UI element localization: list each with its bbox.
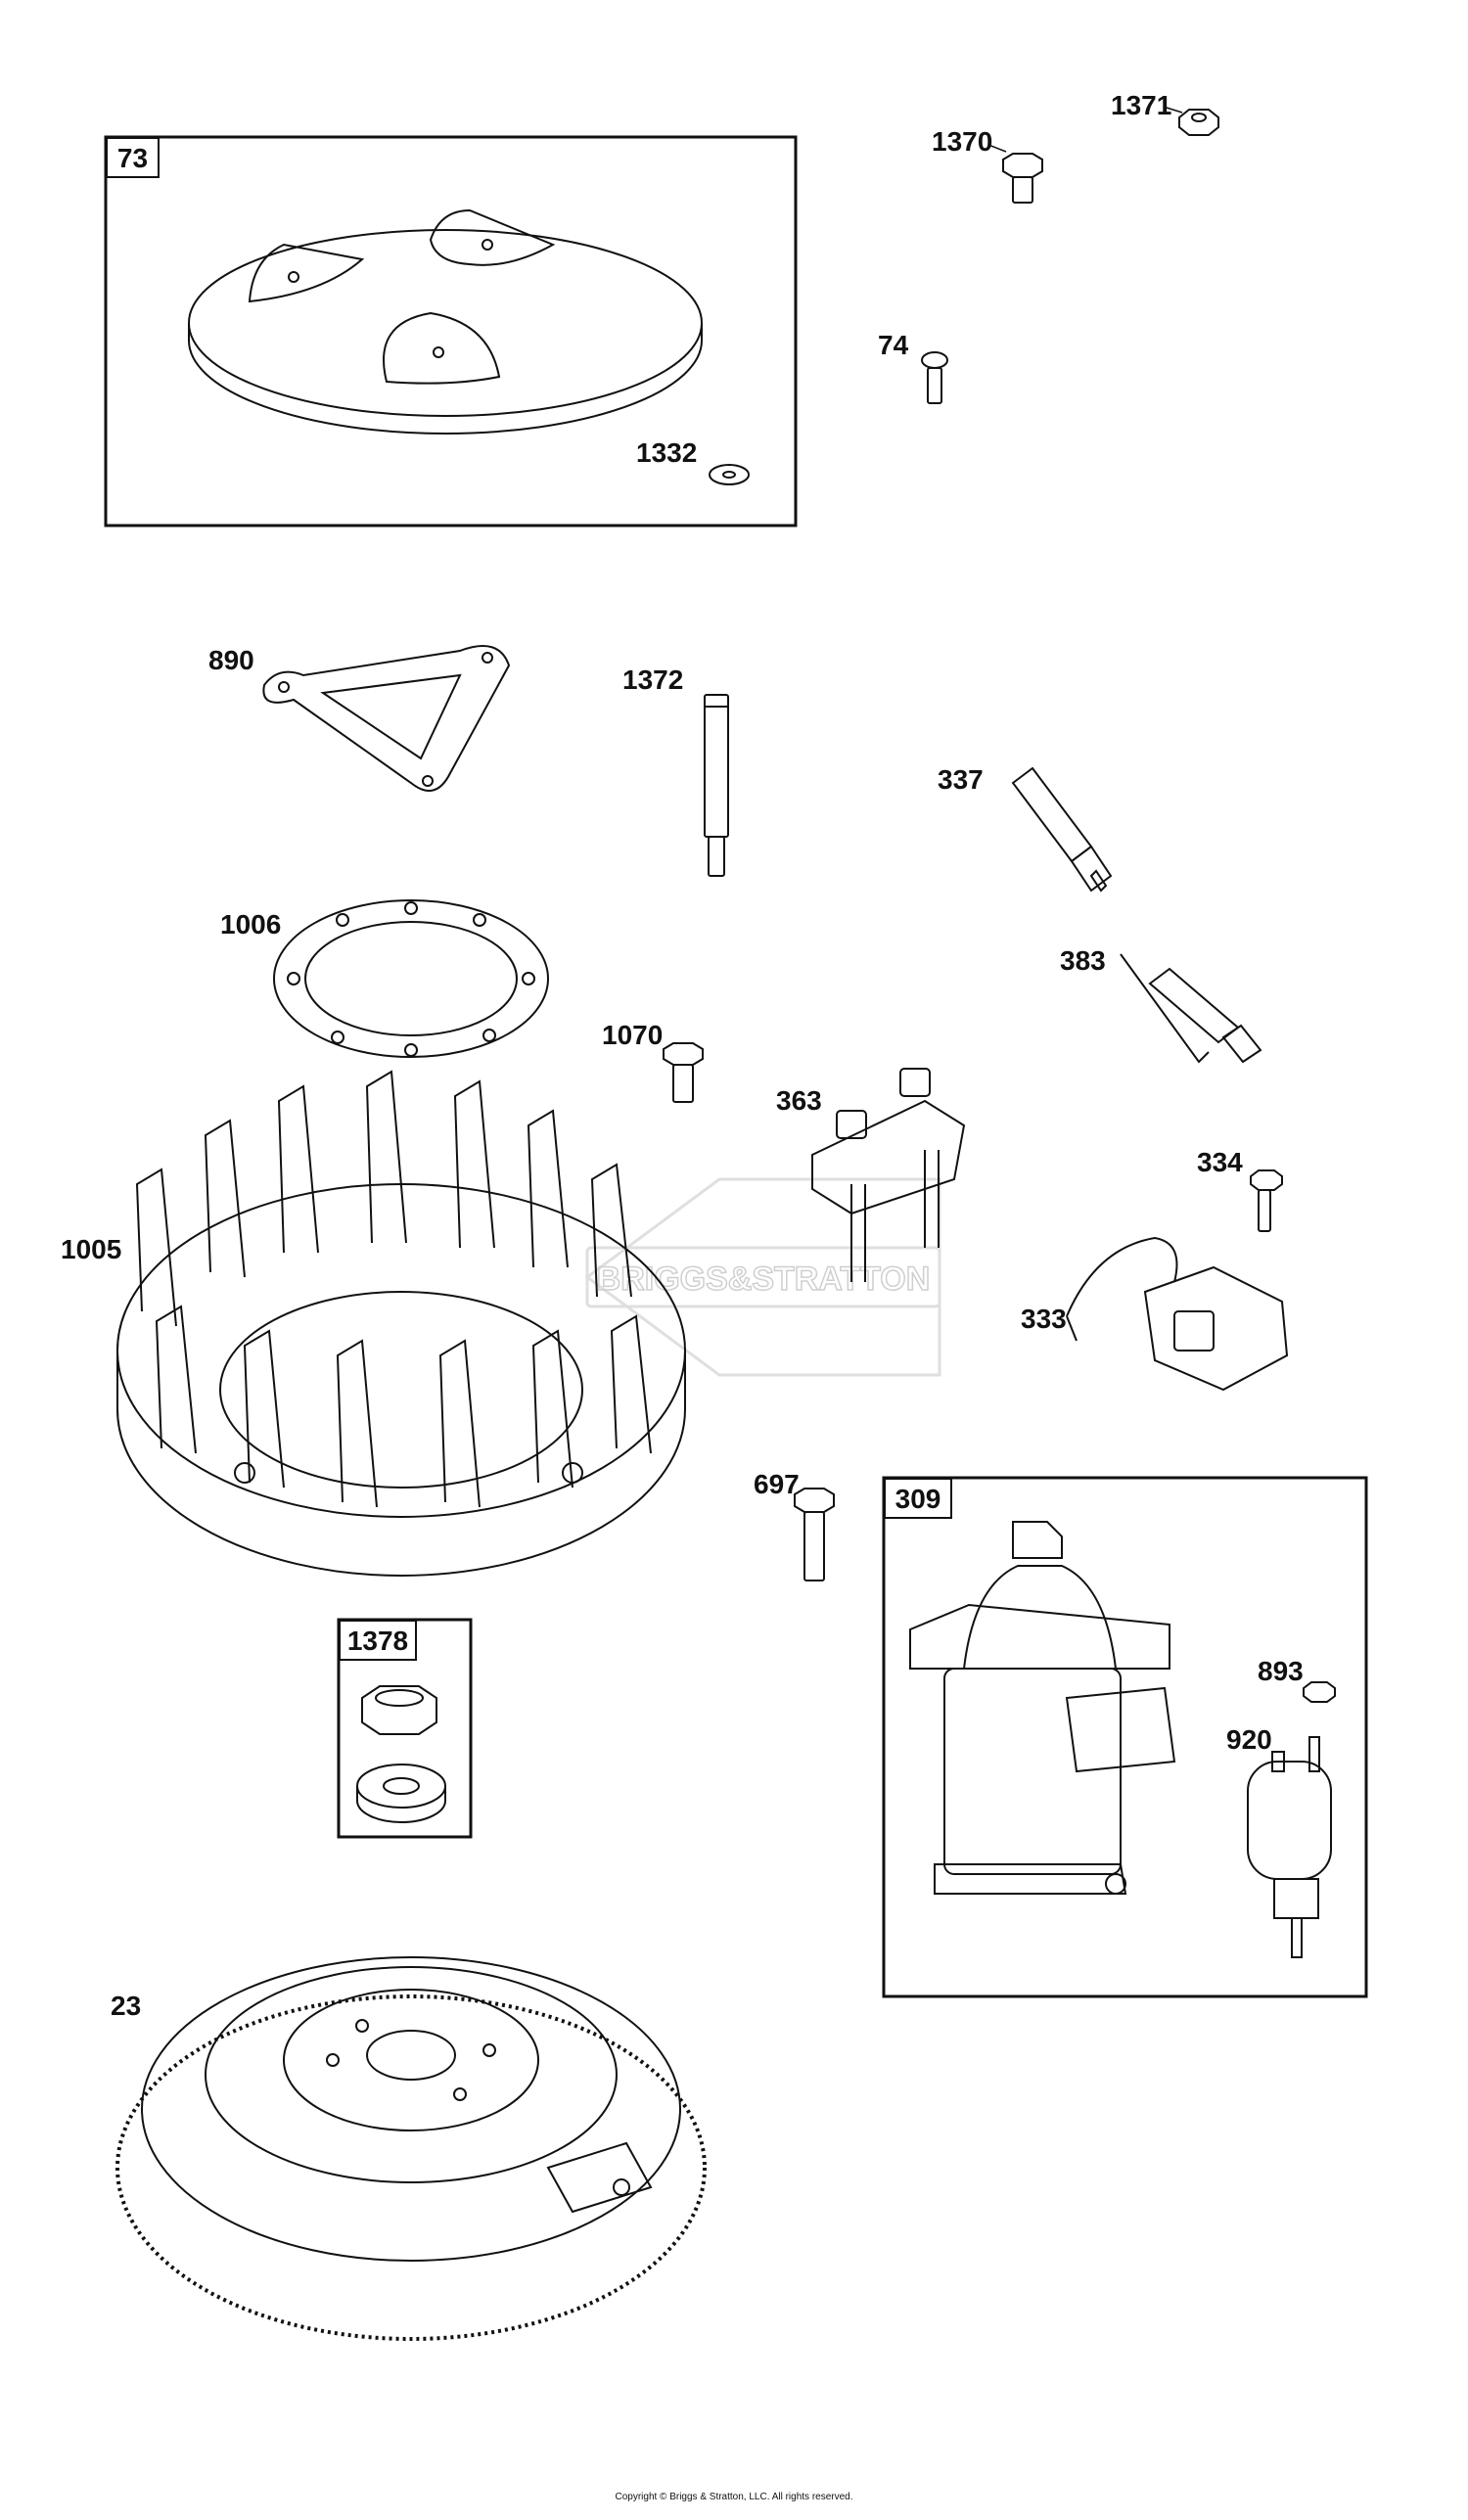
part-label-383[interactable]: 383: [1060, 945, 1106, 976]
part-label-1006[interactable]: 1006: [220, 909, 282, 939]
fan-1005: [117, 1072, 685, 1576]
watermark-logo: [587, 1179, 940, 1375]
ignition-coil-333: [1067, 1238, 1287, 1390]
part-label-920[interactable]: 920: [1226, 1724, 1272, 1755]
washer-1332: [710, 465, 749, 484]
cover-plate-73: [189, 210, 702, 434]
stud-1372: [705, 695, 728, 876]
bolt-1070: [664, 1043, 703, 1102]
washer-1378: [357, 1764, 445, 1822]
solenoid-920: [1248, 1737, 1331, 1957]
nut-1371: [1179, 110, 1218, 135]
part-label-1378[interactable]: 1378: [339, 1620, 417, 1661]
part-label-1005[interactable]: 1005: [61, 1234, 122, 1264]
bolt-697: [795, 1489, 834, 1581]
part-label-334[interactable]: 334: [1197, 1147, 1243, 1177]
part-label-363[interactable]: 363: [776, 1085, 822, 1116]
part-label-74[interactable]: 74: [878, 330, 909, 360]
part-label-893[interactable]: 893: [1258, 1656, 1304, 1686]
screw-74: [922, 352, 947, 403]
part-label-73[interactable]: 73: [106, 137, 160, 178]
nut-893: [1304, 1682, 1335, 1702]
part-label-23[interactable]: 23: [111, 1991, 142, 2021]
copyright-text: Copyright © Briggs & Stratton, LLC. All …: [615, 2492, 853, 2502]
screw-334: [1251, 1170, 1282, 1231]
watermark-text: BRIGGS&STRATTON: [597, 1260, 931, 1298]
part-label-333[interactable]: 333: [1021, 1304, 1067, 1334]
part-label-1332[interactable]: 1332: [636, 437, 698, 468]
leader-1371: [1167, 108, 1182, 113]
starter-motor-309: [910, 1522, 1174, 1894]
bracket-363: [812, 1069, 964, 1282]
group-box-309: [884, 1478, 1366, 1996]
group-box-73: [106, 137, 796, 526]
spark-plug-337: [1013, 768, 1111, 891]
part-label-697[interactable]: 697: [754, 1469, 800, 1499]
part-label-890[interactable]: 890: [208, 645, 254, 675]
part-label-1070[interactable]: 1070: [602, 1020, 664, 1050]
nut-1378: [362, 1686, 436, 1734]
part-label-1372[interactable]: 1372: [622, 664, 684, 695]
part-label-1370[interactable]: 1370: [932, 126, 993, 157]
part-label-309[interactable]: 309: [884, 1478, 952, 1519]
bolt-1370: [1003, 154, 1042, 203]
part-label-337[interactable]: 337: [938, 764, 984, 795]
part-label-1371[interactable]: 1371: [1111, 90, 1172, 120]
plate-890: [263, 646, 509, 791]
switch-383: [1121, 954, 1261, 1062]
leader-1370: [988, 145, 1006, 152]
gasket-1006: [274, 900, 548, 1057]
flywheel-23: [117, 1957, 705, 2339]
